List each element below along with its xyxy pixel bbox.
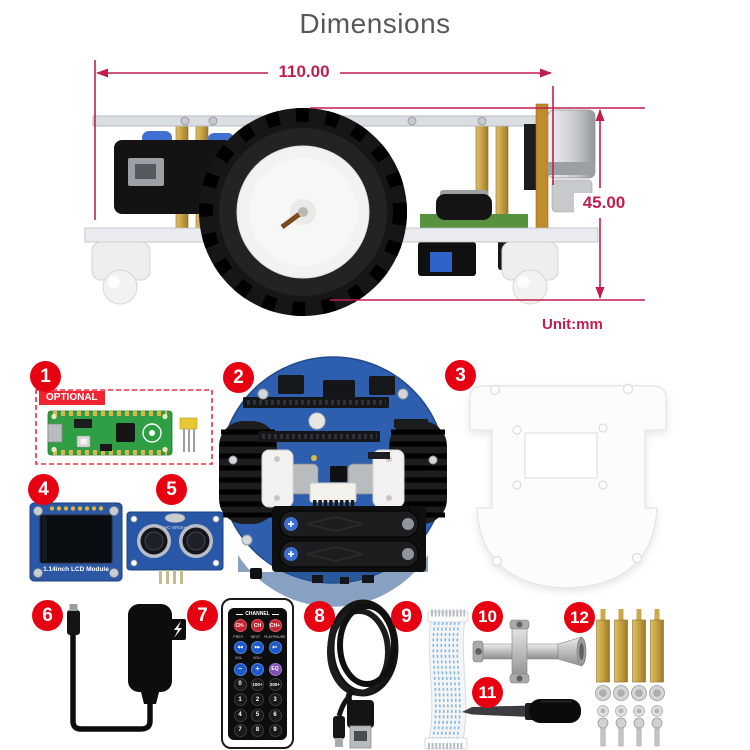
part-badge-10: 10: [472, 601, 503, 632]
remote-row-123: 1 2 3: [233, 693, 282, 707]
optional-badge: OPTIONAL: [39, 391, 105, 405]
cross-wrench: [472, 619, 587, 684]
remote-row-channel: CH- CH CH+: [233, 619, 282, 633]
screwdriver: [462, 699, 581, 723]
digit-3-button: 3: [268, 693, 282, 707]
digit-7-button: 7: [233, 723, 247, 737]
robot-chassis-top: [219, 356, 447, 607]
acrylic-plate: [469, 383, 667, 589]
usb-cable: [327, 599, 399, 749]
part-badge-9: 9: [391, 601, 422, 632]
digit-2-button: 2: [251, 693, 264, 707]
pico-board: [35, 389, 213, 465]
ch-plus-button: CH+: [268, 619, 282, 633]
digit-200-button: 200+: [268, 677, 282, 691]
eq-button: EQ: [268, 662, 282, 676]
remote-row-456: 4 5 6: [233, 708, 282, 722]
height-dimension-label: 45.00: [574, 193, 634, 213]
digit-0-button: 0: [233, 677, 247, 691]
part-badge-12: 12: [564, 602, 595, 633]
lcd-module: [29, 502, 123, 582]
prev-icon: ◀◀: [233, 640, 247, 654]
next-icon: ▶▶: [251, 640, 264, 654]
lcd-module-label: 1.14inch LCD Module: [43, 566, 109, 573]
digit-6-button: 6: [268, 708, 282, 722]
part-badge-2: 2: [223, 362, 254, 393]
digit-4-button: 4: [233, 708, 247, 722]
remote-channel-header: CHANNEL: [236, 611, 278, 617]
dimension-lines: [94, 60, 645, 301]
digit-100-button: 100+: [251, 677, 264, 691]
remote-row-0: 0 100+ 200+: [233, 677, 282, 691]
remote-row-transport: ◀◀ ▶▶ ▶‖: [233, 640, 282, 654]
vol-minus-button: −: [233, 662, 247, 676]
standoff-hardware: [595, 609, 665, 747]
part-badge-11: 11: [472, 677, 503, 708]
remote-row-volume: − + EQ: [233, 662, 282, 676]
remote-sublabels-volume: VOL-VOL+: [234, 656, 263, 661]
remote-row-789: 7 8 9: [233, 723, 282, 737]
digit-1-button: 1: [233, 693, 247, 707]
robot-side-view: [84, 103, 599, 316]
part-badge-8: 8: [304, 601, 335, 632]
ultrasonic-module: [126, 511, 224, 584]
play-pause-icon: ▶‖: [268, 640, 282, 654]
part-badge-3: 3: [445, 360, 476, 391]
ch-minus-button: CH-: [233, 619, 247, 633]
part-badge-1: 1: [30, 361, 61, 392]
unit-label: Unit:mm: [542, 316, 603, 333]
part-badge-7: 7: [187, 600, 218, 631]
part-badge-5: 5: [156, 474, 187, 505]
vol-plus-button: +: [251, 662, 264, 676]
ch-button: CH: [251, 619, 264, 633]
page-title: Dimensions: [299, 8, 451, 39]
digit-9-button: 9: [268, 723, 282, 737]
part-badge-4: 4: [28, 474, 59, 505]
ribbon-cable: [424, 609, 469, 750]
digit-5-button: 5: [251, 708, 264, 722]
digit-8-button: 8: [251, 723, 264, 737]
part-badge-6: 6: [32, 600, 63, 631]
power-adapter: [67, 604, 186, 732]
ultrasonic-model-label: HC-SR04+: [164, 525, 186, 530]
width-dimension-label: 110.00: [278, 62, 330, 81]
